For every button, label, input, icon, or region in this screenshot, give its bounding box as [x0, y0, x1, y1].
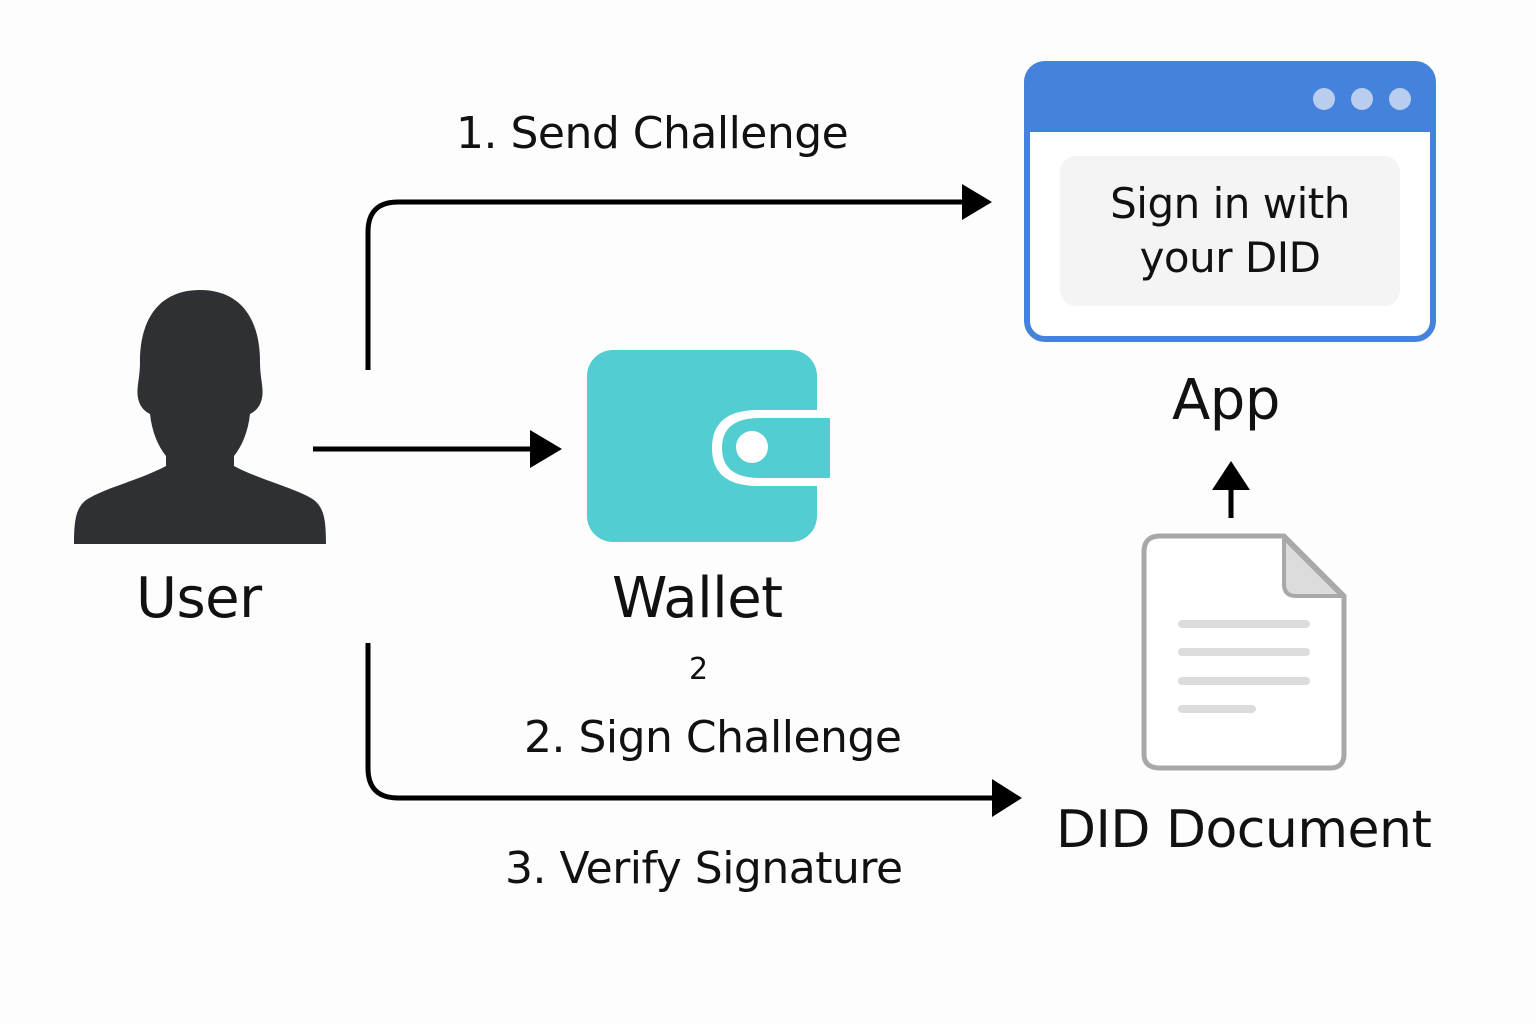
step-verify-signature-label: 3. Verify Signature [505, 843, 903, 894]
step-sign-challenge-label: 2. Sign Challenge [524, 712, 902, 763]
app-window-line-1: Sign in with [1110, 179, 1350, 228]
arrowhead-verify-signature [992, 779, 1022, 817]
wallet-icon [587, 350, 830, 542]
user-silhouette-icon [74, 290, 326, 544]
arrow-verify-signature [365, 643, 992, 801]
app-label: App [1172, 368, 1280, 433]
arrowhead-user-to-wallet [530, 430, 562, 468]
app-window-message: Sign in with your DID [1060, 156, 1400, 306]
wallet-label: Wallet [612, 566, 783, 631]
app-window-line-2: your DID [1139, 233, 1321, 282]
arrowhead-send-challenge [962, 184, 992, 220]
step-send-challenge-label: 1. Send Challenge [456, 108, 849, 159]
user-label: User [136, 566, 262, 631]
browser-window-icon [1024, 61, 1436, 342]
step-marker: 2 [689, 652, 708, 687]
arrow-send-challenge [365, 199, 962, 370]
arrowhead-document-to-app [1212, 461, 1250, 490]
document-icon [1141, 533, 1347, 771]
did-document-label: DID Document [1056, 800, 1432, 860]
